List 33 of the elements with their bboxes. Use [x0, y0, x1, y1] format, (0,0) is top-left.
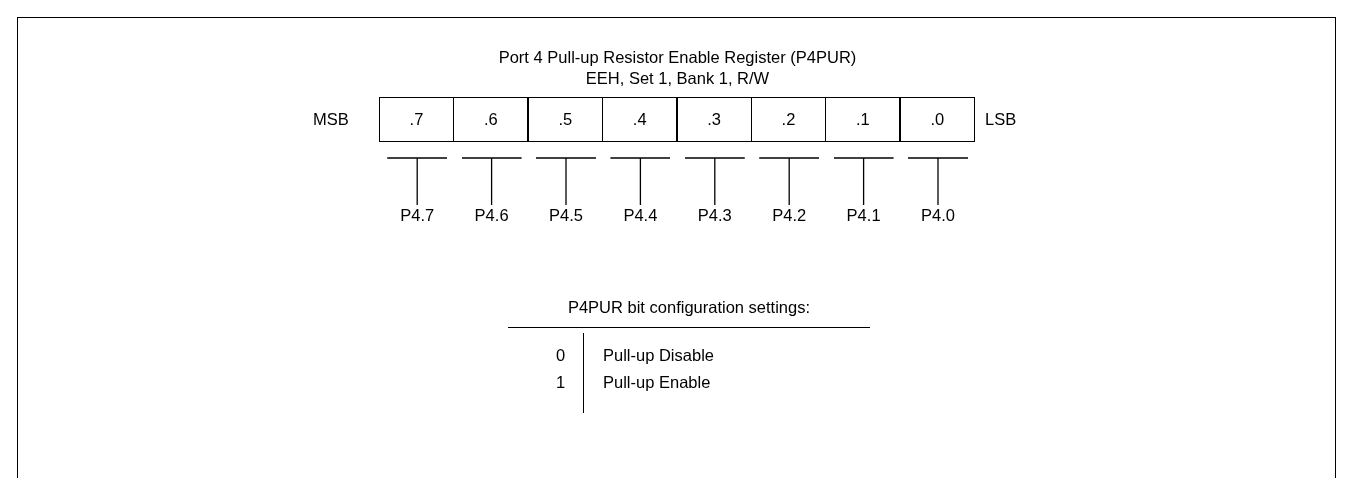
bit-connector	[535, 157, 597, 206]
bit-connector	[386, 157, 448, 206]
bit-connector	[460, 157, 523, 206]
bit-connector	[832, 157, 895, 206]
pin-label: P4.2	[751, 205, 827, 225]
bit-connector	[758, 157, 820, 206]
pin-label: P4.5	[528, 205, 604, 225]
setting-value: 1	[556, 372, 566, 392]
pin-label: P4.1	[826, 205, 902, 225]
bit-cell: .3	[676, 97, 752, 142]
bit-cell: .2	[751, 97, 826, 142]
bit-cell: .1	[825, 97, 901, 142]
setting-description: Pull-up Enable	[603, 372, 711, 392]
diagram-title: Port 4 Pull-up Resistor Enable Register (P4PUR)	[497, 47, 858, 67]
pin-label: P4.0	[900, 205, 976, 225]
pin-label: P4.3	[677, 205, 753, 225]
lsb-label: LSB	[985, 109, 1017, 129]
bit-connector	[684, 157, 746, 206]
pin-label: P4.4	[602, 205, 678, 225]
bit-connector	[609, 157, 672, 206]
bit-cell: .0	[899, 97, 975, 142]
msb-label: MSB	[313, 109, 349, 129]
bit-cell: .4	[602, 97, 678, 142]
settings-heading: P4PUR bit configuration settings:	[566, 297, 812, 317]
setting-description: Pull-up Disable	[603, 345, 714, 365]
pin-label: P4.7	[379, 205, 455, 225]
pin-label: P4.6	[454, 205, 530, 225]
bit-connector	[907, 157, 969, 206]
register-address: EEH, Set 1, Bank 1, R/W	[584, 68, 771, 88]
bit-cell: .5	[527, 97, 603, 142]
setting-value: 0	[556, 345, 566, 365]
bit-cell: .6	[453, 97, 529, 142]
bit-cell: .7	[379, 97, 454, 142]
